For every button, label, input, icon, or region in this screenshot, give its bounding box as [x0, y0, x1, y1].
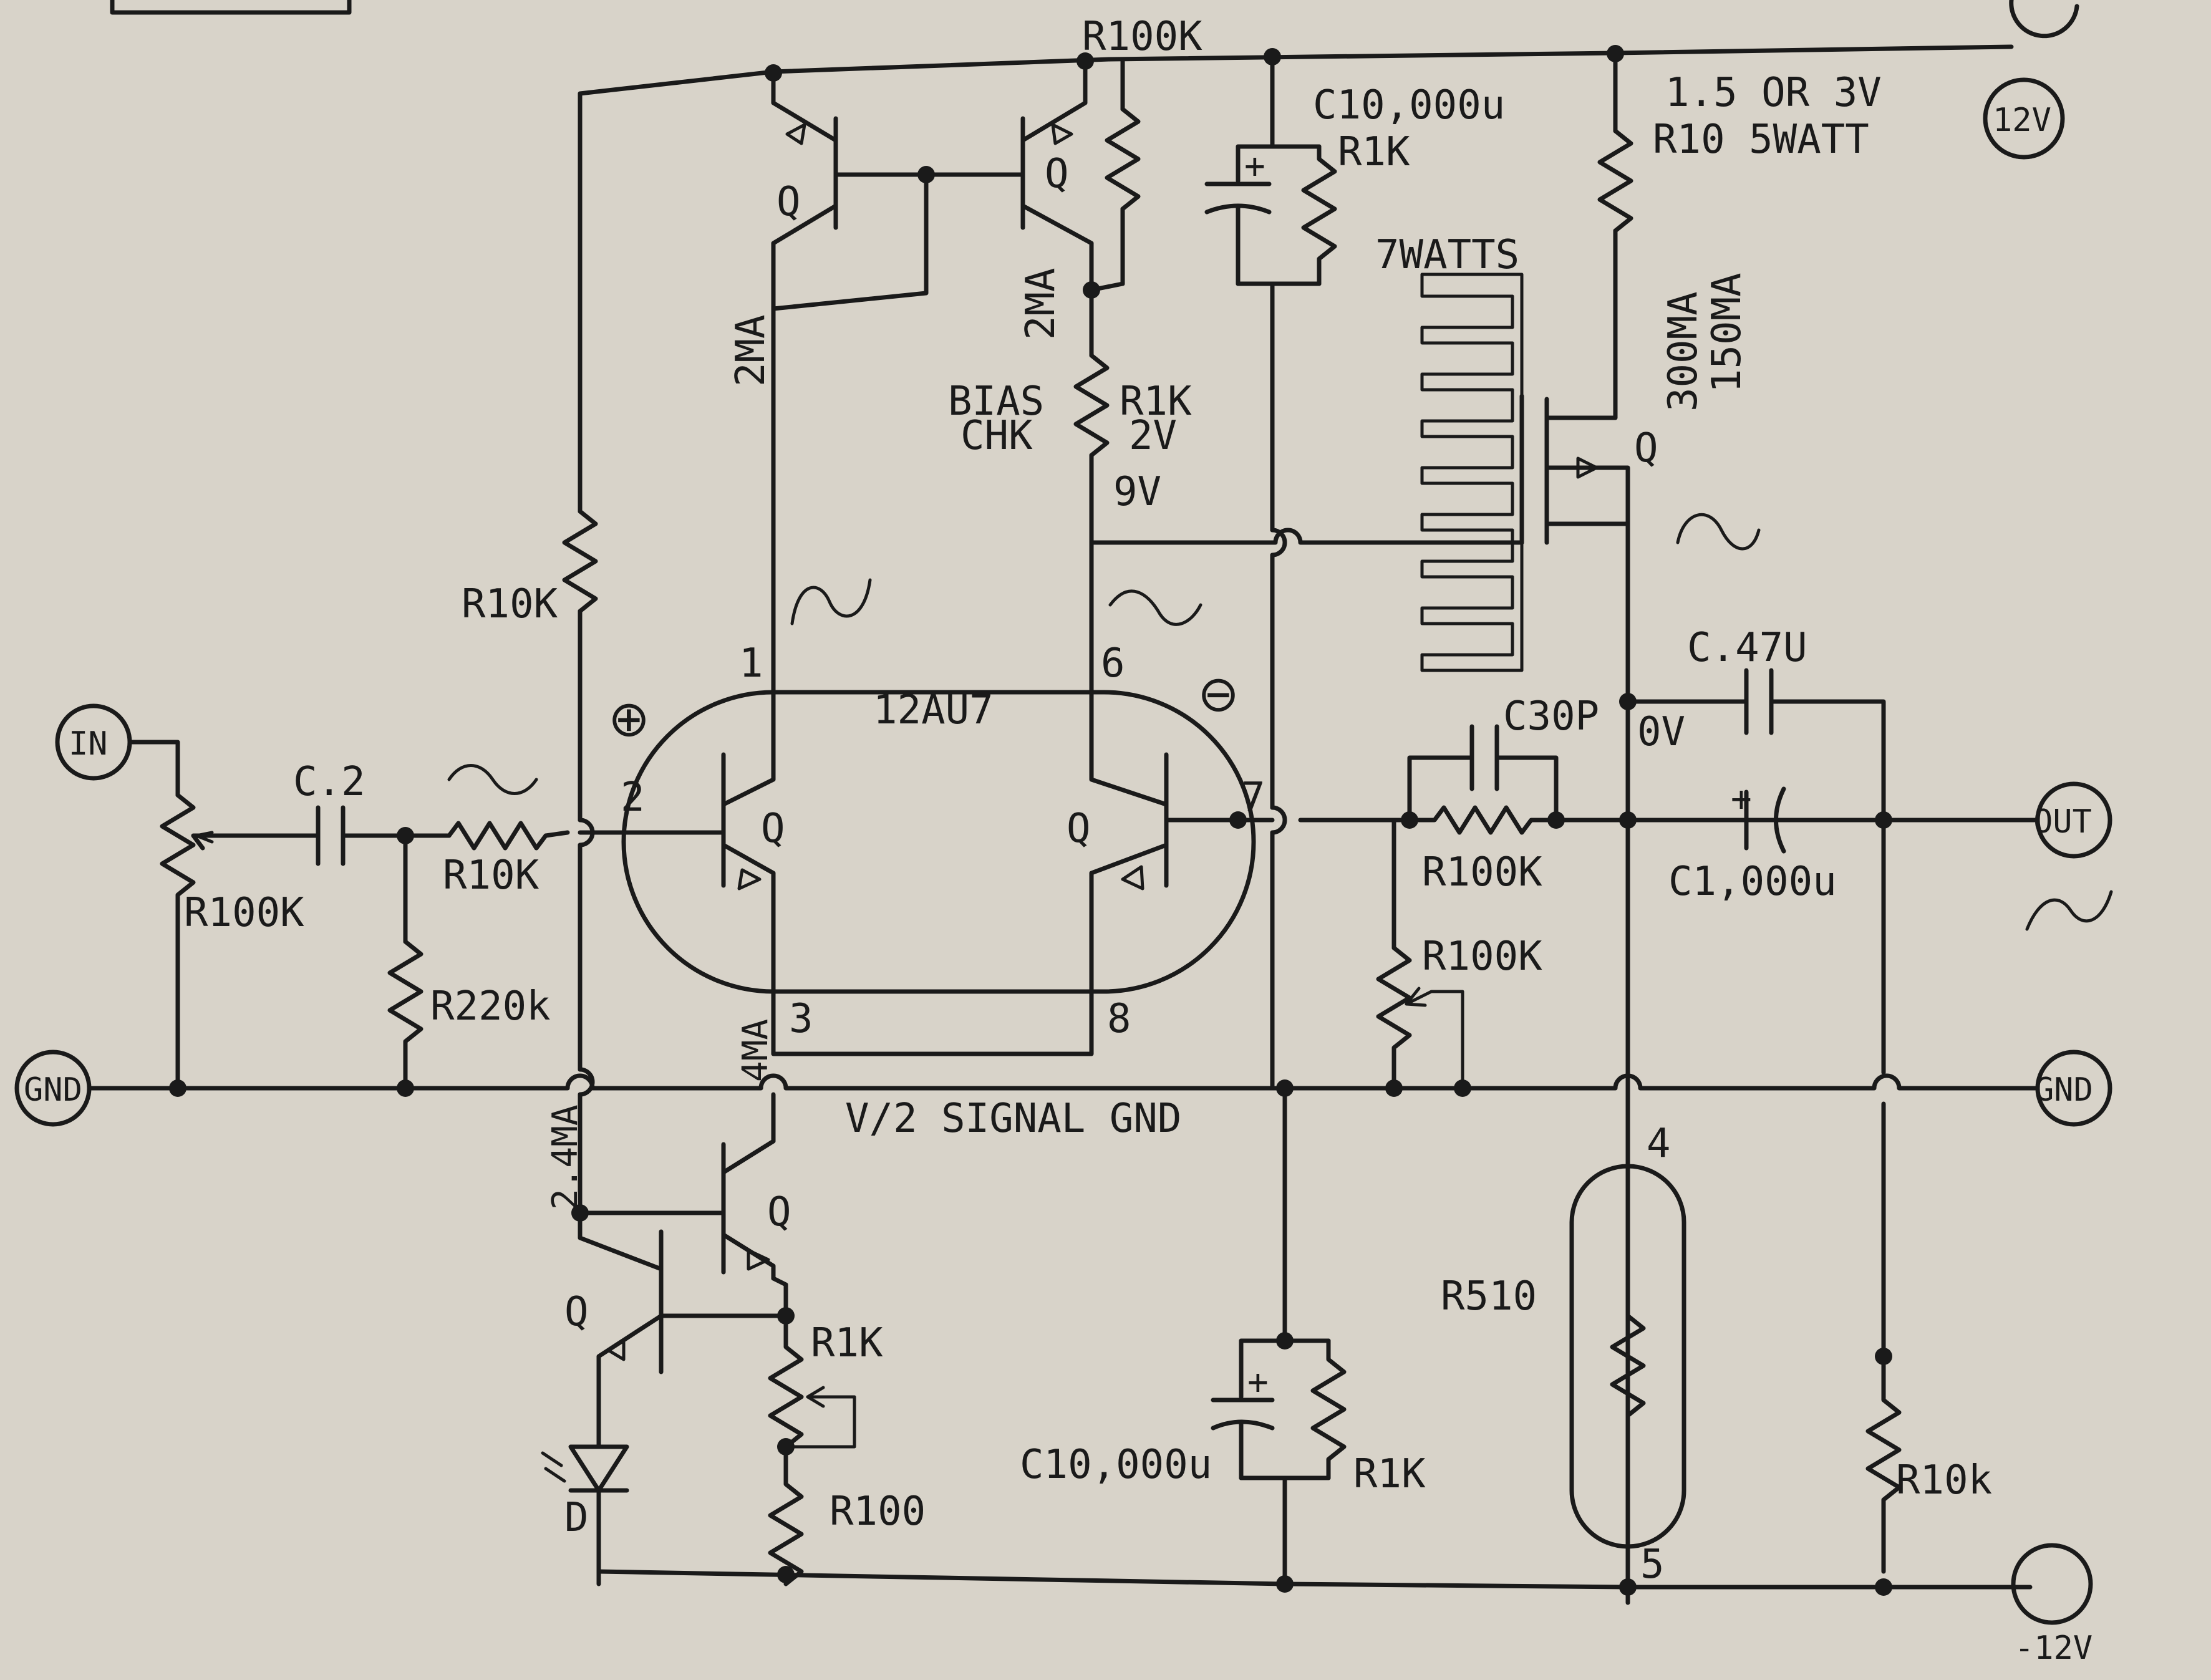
label-r220k: R220k: [430, 983, 551, 1030]
label-c10000-bottom: C10,000u: [1020, 1442, 1212, 1488]
label-r10-5watt: R10 5WATT: [1653, 117, 1869, 163]
label-r100k-top: R100K: [1082, 14, 1202, 60]
label-pin6: 6: [1101, 640, 1125, 687]
input-network: [55, 703, 570, 1091]
current-sink: [541, 1092, 856, 1586]
label-r10k-bottom: R10k: [1896, 1457, 1992, 1504]
label-r100k-pot-in: R100K: [184, 890, 304, 936]
bottom-decoupling: +: [1211, 1086, 1347, 1586]
label-r1k-bias: R1K: [1120, 379, 1192, 425]
label-0v: 0V: [1637, 709, 1685, 755]
label-c047u: C.47U: [1687, 625, 1807, 671]
lamp-r510: [1569, 1092, 1686, 1586]
top-decoupling: +: [1204, 54, 1337, 1091]
label-pin2: 2: [621, 775, 645, 821]
label-gnd-right: GND: [2034, 1071, 2093, 1109]
label-2v: 2V: [1129, 413, 1177, 459]
bottom-supply-rail: [596, 1543, 2093, 1625]
vplus-terminal: [1983, 77, 2065, 160]
svg-text:+: +: [1244, 146, 1265, 186]
label-r10k-in: R10K: [443, 852, 539, 899]
signal-waveforms: [447, 513, 2113, 931]
label-pin5: 5: [1640, 1542, 1665, 1588]
label-7watts: 7WATTS: [1375, 232, 1519, 278]
label-9v: 9V: [1113, 469, 1161, 515]
label-4ma: 4MA: [735, 1019, 776, 1082]
heatsink: [1420, 273, 1524, 672]
label-minus-12v: -12V: [2015, 1629, 2092, 1667]
partial-terminal-top-right: [2009, 0, 2079, 39]
label-signal-gnd: V/2 SIGNAL GND: [845, 1096, 1181, 1142]
partial-box-top-left: [110, 0, 352, 15]
left-feed-wire: [562, 91, 598, 1215]
label-24ma: 2.4MA: [545, 1104, 586, 1210]
label-r1k-bottom: R1K: [1353, 1451, 1426, 1497]
label-2ma-right: 2MA: [1018, 268, 1064, 340]
label-300ma: 300MA: [1660, 291, 1706, 412]
label-gnd-left: GND: [24, 1071, 82, 1109]
label-r1k-pot: R1K: [811, 1320, 883, 1366]
label-q2: Q: [1045, 151, 1069, 197]
label-r510: R510: [1441, 1273, 1537, 1320]
label-12v: 12V: [1993, 102, 2051, 139]
ground-bus: [14, 1050, 2112, 1127]
label-2ma-left: 2MA: [728, 314, 774, 387]
label-chk: CHK: [960, 413, 1033, 459]
label-c1000u: C1,000u: [1668, 859, 1837, 905]
svg-text:+: +: [1247, 1362, 1269, 1402]
label-supply-note: 1.5 OR 3V: [1665, 70, 1882, 116]
svg-text:+: +: [1731, 779, 1752, 819]
output-network: +: [1619, 668, 2112, 1574]
label-q-cs2: Q: [564, 1289, 589, 1335]
label-c10000-top: C10,000u: [1313, 82, 1505, 128]
label-in: IN: [69, 725, 108, 763]
tube-12au7: [578, 690, 1275, 1056]
label-pin8: 8: [1107, 996, 1131, 1042]
bias-resistor: [1073, 287, 1110, 713]
label-q-left: Q: [761, 806, 785, 852]
label-q-right: Q: [1067, 806, 1091, 852]
label-pin4: 4: [1647, 1121, 1671, 1167]
label-out: OUT: [2033, 803, 2092, 841]
label-r100k-fb: R100K: [1422, 849, 1542, 896]
label-r1k-top: R1K: [1338, 129, 1410, 175]
label-r100k-pot-fb: R100K: [1422, 934, 1542, 980]
label-150ma: 150MA: [1704, 273, 1750, 393]
label-q-cs1: Q: [767, 1189, 791, 1235]
label-q1: Q: [777, 179, 801, 225]
label-pin1: 1: [739, 640, 763, 687]
label-bias: BIAS: [948, 379, 1044, 425]
label-d: D: [564, 1495, 589, 1541]
label-r100: R100: [830, 1489, 926, 1535]
label-minus: ⊖: [1197, 665, 1239, 723]
label-q-mosfet: Q: [1634, 425, 1658, 471]
label-c30p: C30P: [1503, 693, 1599, 740]
label-c02: C.2: [293, 759, 365, 805]
label-r10k-left: R10K: [462, 581, 558, 627]
label-pin7: 7: [1241, 775, 1265, 821]
gate-drive-wire: [1089, 528, 1524, 545]
label-plus: ⊕: [608, 690, 650, 748]
label-pin3: 3: [789, 996, 813, 1042]
feedback-network: [1298, 724, 2039, 1091]
current-mirror: [771, 59, 1141, 311]
label-12au7: 12AU7: [873, 687, 994, 733]
